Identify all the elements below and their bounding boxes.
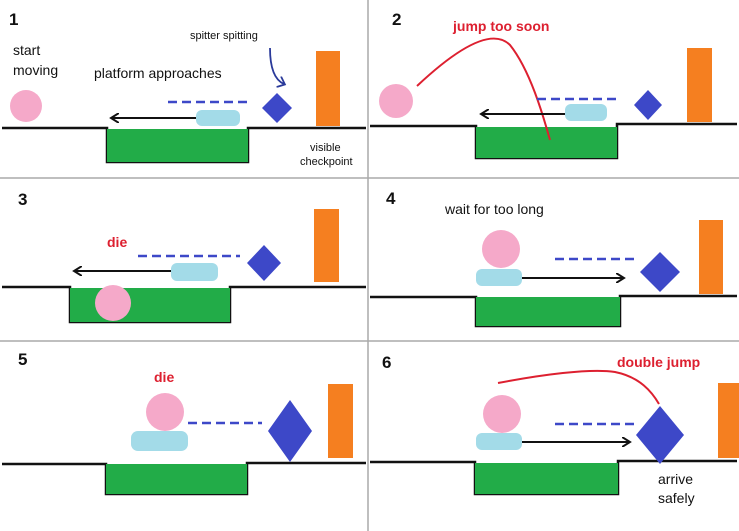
panel-number: 6 <box>382 353 391 372</box>
label-die: die <box>154 369 174 385</box>
panel-number: 2 <box>392 10 401 29</box>
label-double-jump: double jump <box>617 354 700 370</box>
double-jump-trajectory <box>497 369 660 405</box>
pit <box>476 127 617 158</box>
moving-platform <box>476 433 522 450</box>
panel-2: 2 jump too soon <box>370 10 737 160</box>
player-pink-ball <box>95 285 131 321</box>
label-spitter-spitting: spitter spitting <box>190 30 258 42</box>
moving-platform <box>565 104 607 121</box>
panel-1: 1 start moving platform approaches spitt… <box>2 10 366 168</box>
panel-number: 1 <box>9 10 18 29</box>
label-checkpoint-line1: visible <box>310 142 341 154</box>
pit <box>106 464 247 494</box>
label-checkpoint-line2: checkpoint <box>300 156 353 168</box>
pit <box>476 297 620 326</box>
spitter-diamond <box>636 406 684 464</box>
moving-platform <box>131 431 188 451</box>
checkpoint-pillar <box>314 209 339 282</box>
panel-4: 4 wait for too long <box>370 189 737 328</box>
checkpoint-pillar <box>718 383 739 458</box>
pit <box>475 463 618 494</box>
checkpoint-pillar <box>687 48 712 122</box>
panel-3: 3 die <box>2 190 366 324</box>
panel-number: 3 <box>18 190 27 209</box>
spitter-diamond <box>640 252 680 292</box>
panel-5: 5 die <box>2 350 366 496</box>
panel-number: 5 <box>18 350 27 369</box>
label-die: die <box>107 234 127 250</box>
label-arrive-line2: safely <box>658 490 695 506</box>
panel-6: 6 double jump arrive safely <box>370 353 739 506</box>
panel-number: 4 <box>386 189 396 208</box>
moving-platform <box>476 269 522 286</box>
pit <box>107 129 248 162</box>
moving-platform <box>171 263 218 281</box>
checkpoint-pillar <box>328 384 353 458</box>
spitter-diamond <box>634 90 662 120</box>
label-jump-too-soon: jump too soon <box>452 18 549 34</box>
label-start-moving-line2: moving <box>13 62 58 78</box>
player-pink-ball <box>483 395 521 433</box>
label-platform-approaches: platform approaches <box>94 65 222 81</box>
label-start-moving-line1: start <box>13 42 40 58</box>
spitter-diamond <box>262 93 292 123</box>
jump-trajectory <box>416 37 551 141</box>
checkpoint-pillar <box>699 220 723 294</box>
spitter-diamond <box>268 400 312 462</box>
checkpoint-pillar <box>316 51 340 126</box>
pit <box>70 288 230 322</box>
player-pink-ball <box>146 393 184 431</box>
player-pink-ball <box>10 90 42 122</box>
player-pink-ball <box>379 84 413 118</box>
moving-platform <box>196 110 240 126</box>
label-arrive-line1: arrive <box>658 471 693 487</box>
spitter-hint-arrow <box>269 47 284 84</box>
label-wait-too-long: wait for too long <box>444 201 544 217</box>
player-pink-ball <box>482 230 520 268</box>
spitter-diamond <box>247 245 281 281</box>
